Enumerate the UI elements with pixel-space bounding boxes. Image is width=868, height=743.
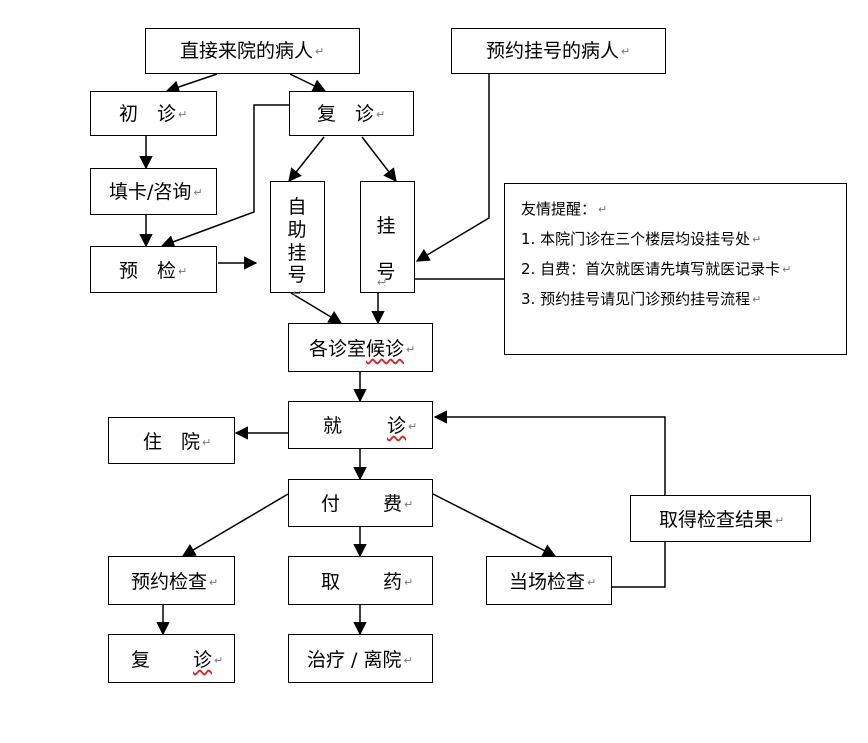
return-mark: ↵ <box>408 420 418 433</box>
node-waiting-label-a: 各诊室 <box>309 338 367 360</box>
node-revisit-bottom: 复 诊↵ <box>108 634 235 683</box>
node-fill-card-label: 填卡/咨询 <box>109 181 192 203</box>
return-mark: ↵ <box>598 203 608 216</box>
note-title: 友情提醒： <box>521 200 597 218</box>
node-appointment-label: 预约挂号的病人 <box>486 40 620 62</box>
return-mark: ↵ <box>178 108 188 121</box>
node-onsite-exam: 当场检查↵ <box>486 556 612 605</box>
node-waiting-room: 各诊室候诊↵ <box>288 323 433 372</box>
arrow-revisit-self <box>288 136 325 183</box>
arrow-pay-book <box>181 493 289 557</box>
return-mark: ↵ <box>214 654 224 667</box>
node-hospitalize-label: 住 院 <box>143 431 201 453</box>
arrow-pay-onsite <box>432 493 557 557</box>
self-register-char: 自 <box>287 196 307 218</box>
node-consult: 就 诊↵ <box>288 401 433 449</box>
return-mark: ↵ <box>775 514 785 527</box>
return-mark: ↵ <box>178 265 188 278</box>
note-item: 1. 本院门诊在三个楼层均设挂号处 <box>521 230 751 248</box>
node-get-results-label: 取得检查结果 <box>659 509 774 531</box>
return-mark: ↵ <box>587 576 597 589</box>
node-hospitalize: 住 院↵ <box>108 417 235 464</box>
node-self-register: 自 助 挂 号 ↩ <box>270 181 325 300</box>
return-mark: ↵ <box>404 498 414 511</box>
register-char: 号 <box>376 260 396 283</box>
note-item: 2. 自费：首次就医请先填写就医记录卡 <box>521 260 781 278</box>
arrow-walkin-revisit <box>289 73 327 92</box>
node-pay-label-a: 付 <box>321 493 341 515</box>
node-take-med-label-a: 取 <box>321 571 341 593</box>
node-precheck: 预 检↵ <box>90 246 217 293</box>
return-mark: ↵ <box>202 436 212 449</box>
self-register-char: 号 <box>287 264 307 287</box>
node-take-medicine: 取 药↵ <box>288 556 433 605</box>
node-revisit-top-label: 复 诊 <box>317 103 375 125</box>
arrow-revisit-precheck <box>160 104 289 249</box>
return-mark: ↵ <box>193 186 203 199</box>
node-revisit-bottom-label-b: 诊 <box>193 649 213 671</box>
node-book-exam-label: 预约检查 <box>131 571 208 593</box>
return-mark: ↵ <box>752 293 762 306</box>
return-mark: ↵ <box>752 233 762 246</box>
return-mark: ↵ <box>403 654 413 667</box>
return-mark: ↵ <box>404 576 414 589</box>
return-mark: ↵ <box>406 343 416 356</box>
node-book-exam: 预约检查↵ <box>108 556 235 605</box>
node-treat-leave-label: 治疗 / 离院 <box>307 649 402 671</box>
return-mark: ↵ <box>376 108 386 121</box>
cr-mark: ↩ <box>377 276 387 289</box>
reminder-note: 友情提醒：↵ 1. 本院门诊在三个楼层均设挂号处↵ 2. 自费：首次就医请先填写… <box>504 183 847 355</box>
node-walkin-label: 直接来院的病人 <box>180 40 314 62</box>
node-pay-label-b: 费 <box>383 493 403 515</box>
node-get-results: 取得检查结果↵ <box>630 495 811 542</box>
register-char: 挂 <box>376 215 396 237</box>
note-item: 3. 预约挂号请见门诊预约挂号流程 <box>521 290 751 308</box>
node-first-visit-label: 初 诊 <box>119 103 177 125</box>
node-fill-card: 填卡/咨询↵ <box>90 168 217 215</box>
node-revisit-bottom-label-a: 复 <box>131 649 151 671</box>
return-mark: ↵ <box>209 576 219 589</box>
self-register-char: 挂 <box>287 241 307 264</box>
self-register-char: 助 <box>287 218 307 241</box>
arrow-results-consult <box>433 410 666 495</box>
arrow-appointment-register <box>415 74 490 262</box>
cr-mark: ↩ <box>292 287 302 301</box>
node-first-visit: 初 诊↵ <box>90 91 217 136</box>
node-precheck-label: 预 检 <box>119 260 177 282</box>
return-mark: ↵ <box>621 45 631 58</box>
node-register: 挂 号 ↩ <box>360 181 415 293</box>
return-mark: ↵ <box>315 45 325 58</box>
node-pay: 付 费↵ <box>288 479 433 527</box>
arrow-revisit-register <box>361 136 397 183</box>
node-take-med-label-b: 药 <box>383 571 403 593</box>
node-treat-leave: 治疗 / 离院↵ <box>288 634 433 683</box>
node-appointment-patient: 预约挂号的病人↵ <box>451 28 666 74</box>
arrow-self-wait <box>290 292 343 324</box>
node-consult-label-a: 就 <box>323 415 343 437</box>
node-onsite-exam-label: 当场检查 <box>509 571 586 593</box>
arrow-onsite-results <box>612 541 666 588</box>
node-consult-label-b: 诊 <box>387 415 407 437</box>
arrow-walkin-first <box>165 73 218 94</box>
node-walkin-patient: 直接来院的病人↵ <box>145 28 360 74</box>
return-mark: ↵ <box>782 263 792 276</box>
node-revisit-top: 复 诊↵ <box>289 91 414 136</box>
node-waiting-label-b: 候诊 <box>366 338 405 360</box>
